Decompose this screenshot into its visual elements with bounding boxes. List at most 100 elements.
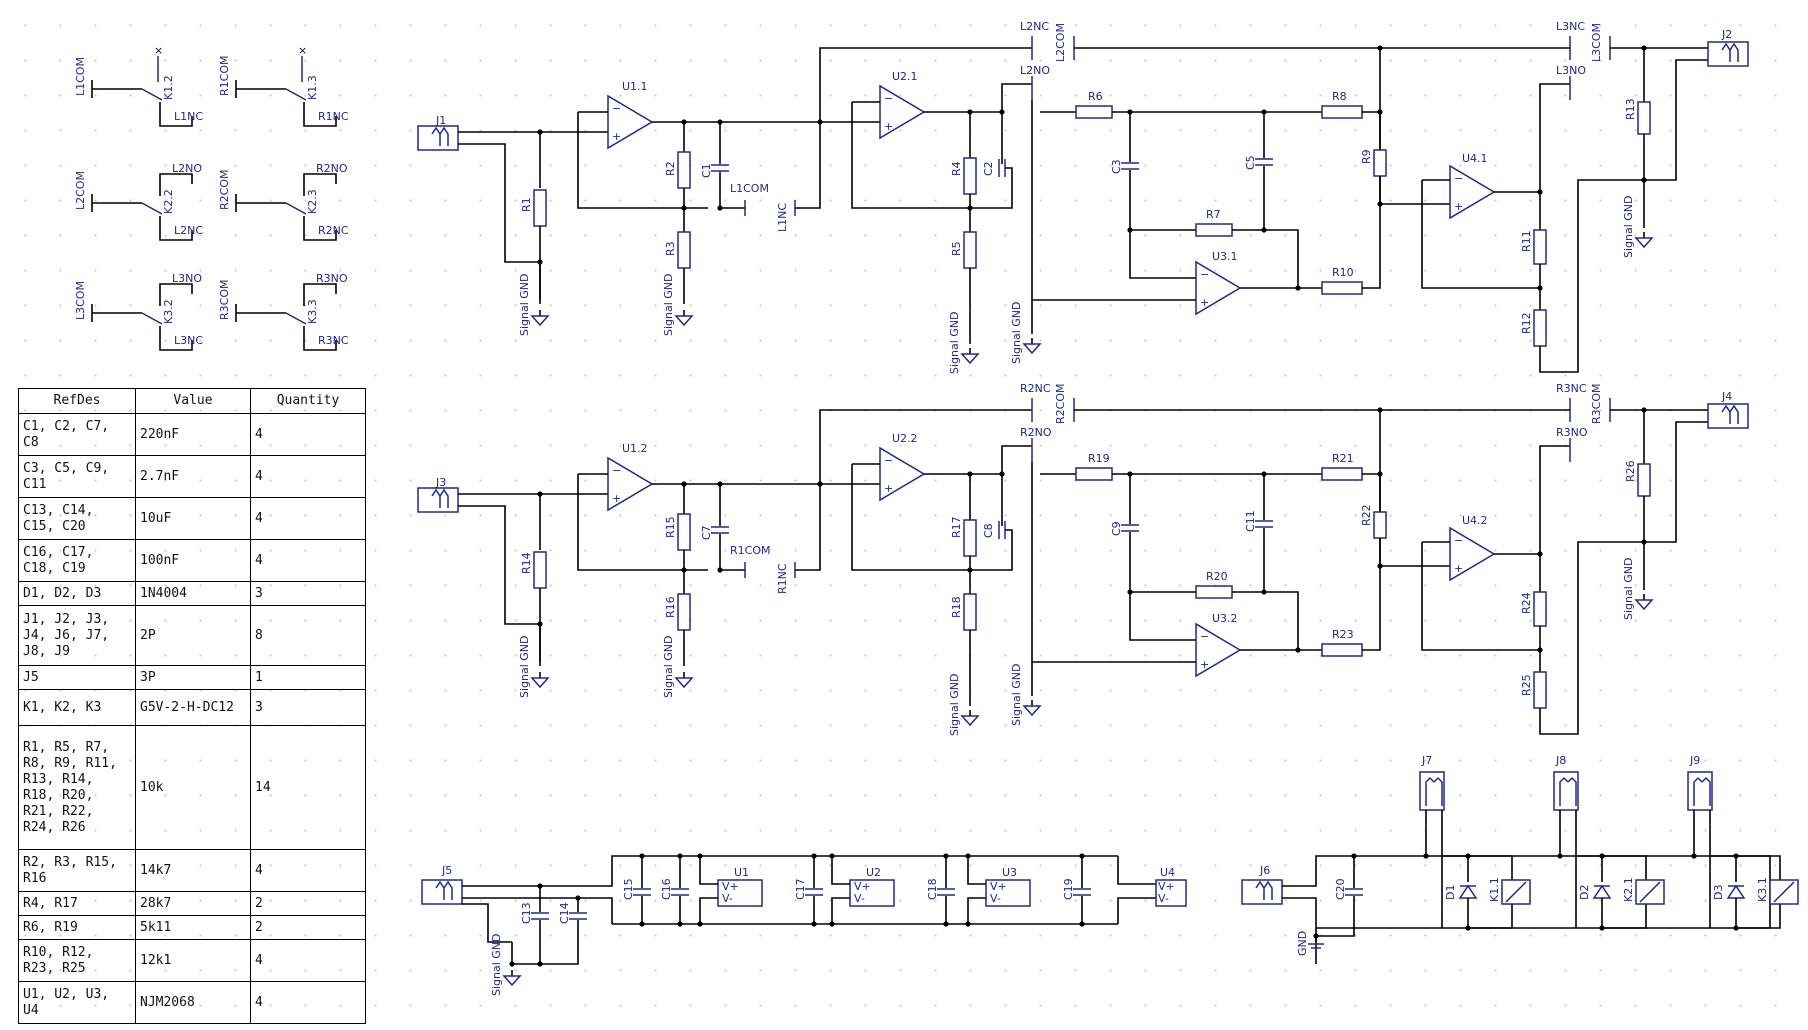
- relay-no-label: R2NO: [316, 162, 348, 175]
- bom-header-refdes: RefDes: [18, 388, 136, 414]
- signal-gnd-label: Signal GND: [948, 311, 961, 374]
- ground-symbol: [674, 315, 694, 327]
- opamp-minus-sign: −: [612, 464, 621, 477]
- resistor: [1075, 467, 1113, 481]
- relay-connector: [1553, 771, 1579, 811]
- junction-dot: [1261, 227, 1267, 233]
- wire: [1736, 904, 1781, 929]
- connector-pin: [1425, 776, 1435, 806]
- component-label: R1: [520, 197, 533, 212]
- ground-symbol: [1634, 237, 1654, 249]
- opamp-power-block: [849, 879, 895, 907]
- resistor: [1637, 463, 1651, 497]
- resistor: [1533, 309, 1547, 347]
- component-label: C11: [1244, 510, 1257, 532]
- component-label: R14: [520, 552, 533, 574]
- relay-switch-arm: [141, 202, 163, 215]
- relay-label: L2NO: [1020, 64, 1050, 77]
- relay-connector: [1687, 771, 1713, 811]
- component-label: R9: [1360, 149, 1373, 164]
- relay-label: L2NC: [1020, 20, 1049, 33]
- relay-no-wire: [159, 283, 193, 306]
- component-label: R25: [1520, 674, 1533, 696]
- diode: [1458, 884, 1478, 899]
- opamp-plus-sign: +: [612, 492, 621, 505]
- bom-cell-refdes: R1, R5, R7, R8, R9, R11, R13, R14, R18, …: [18, 725, 136, 850]
- opamp-minus-sign: −: [1454, 172, 1463, 185]
- opamp-u4: [1449, 526, 1496, 582]
- resistor: [1373, 149, 1387, 177]
- resistor: [677, 151, 691, 189]
- relay-nc-label: L1NC: [174, 110, 203, 123]
- signal-gnd-label: Signal GND: [1010, 301, 1023, 364]
- wire: [699, 897, 718, 924]
- ground-symbol: [1022, 343, 1042, 355]
- wire: [1001, 83, 1032, 112]
- opamp-label: U2.1: [892, 70, 918, 83]
- relay-label: R2COM: [1054, 384, 1067, 424]
- wire: [1539, 445, 1570, 554]
- relay-no-label: L3NO: [172, 272, 202, 285]
- opamp-plus-sign: +: [884, 120, 893, 133]
- jack-label: J6: [1259, 864, 1270, 877]
- wire: [970, 167, 1013, 209]
- bom-header-row: RefDes Value Quantity: [18, 388, 366, 414]
- component-label: R4: [950, 161, 963, 176]
- vminus-label: V-: [722, 892, 733, 905]
- relay-ref-label: K2.2: [162, 189, 175, 214]
- relay-label: L3COM: [1590, 23, 1603, 62]
- resistor: [677, 513, 691, 551]
- bom-cell-value: 1N4004: [135, 581, 251, 606]
- opamp-label: U2.2: [892, 432, 918, 445]
- relay-switch-arm: [141, 312, 163, 325]
- relay-label: L2COM: [1054, 23, 1067, 62]
- relay-com-label: R2COM: [218, 170, 231, 210]
- connector-pin: [443, 880, 453, 900]
- component-label: K2.1: [1622, 877, 1635, 902]
- relay-switch-arm: [141, 88, 163, 101]
- relay-nc-wire: [303, 216, 337, 241]
- opamp-label: U1.2: [622, 442, 648, 455]
- ground-symbol: [1634, 599, 1654, 611]
- opamp-label: U3.2: [1212, 612, 1238, 625]
- input-jack: [417, 125, 459, 151]
- bom-cell-value: 14k7: [135, 849, 251, 892]
- connector-pin: [1701, 776, 1711, 806]
- junction-dot: [509, 961, 515, 967]
- relay-nc-wire: [303, 102, 337, 127]
- relay-no-wire: [303, 173, 337, 196]
- opamp-label: U4.2: [1462, 514, 1488, 527]
- relay-nc-label: R1NC: [318, 110, 349, 123]
- relay-nc-label: L2NC: [174, 224, 203, 237]
- component-label: C2: [982, 161, 995, 176]
- relay-no-label: R3NO: [316, 272, 348, 285]
- wire: [1421, 180, 1540, 289]
- signal-gnd-label: Signal GND: [948, 673, 961, 736]
- bom-cell-value: 10k: [135, 725, 251, 850]
- wire: [795, 122, 821, 209]
- resistor: [1321, 643, 1363, 657]
- junction-dot: [681, 205, 687, 211]
- component-label: R22: [1360, 504, 1373, 526]
- bom-cell-refdes: R4, R17: [18, 891, 136, 916]
- component-label: R19: [1088, 452, 1110, 465]
- opamp-minus-sign: −: [884, 92, 893, 105]
- junction-dot: [1465, 853, 1471, 859]
- wire: [831, 856, 850, 885]
- wire: [1129, 532, 1196, 641]
- opamp-label: U2: [866, 866, 881, 879]
- wire: [1539, 541, 1644, 735]
- component-label: C9: [1110, 521, 1123, 536]
- opamp-u3: [1195, 622, 1242, 678]
- resistor: [1075, 105, 1113, 119]
- component-label: C5: [1244, 155, 1257, 170]
- junction-dot: [1423, 853, 1429, 859]
- resistor: [963, 231, 977, 269]
- component-label: R26: [1624, 460, 1637, 482]
- jack-label: J5: [441, 864, 452, 877]
- junction-dot: [1557, 853, 1563, 859]
- component-label: R23: [1332, 628, 1354, 641]
